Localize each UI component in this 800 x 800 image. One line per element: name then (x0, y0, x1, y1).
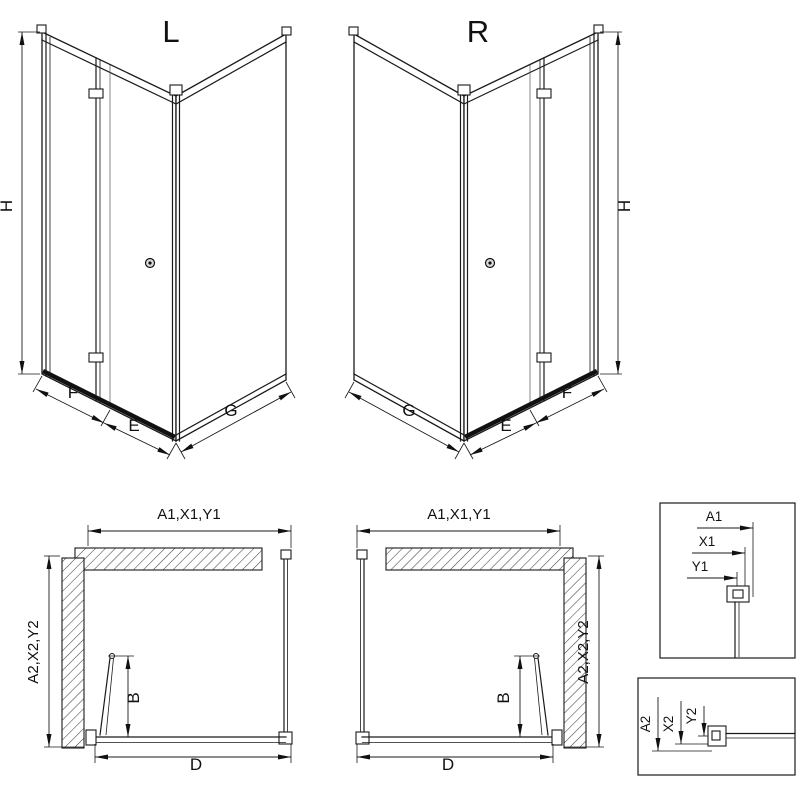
wall-hinge-block (85, 729, 97, 746)
wall-bracket-left (36, 24, 47, 34)
dim-label-f: F (68, 383, 78, 402)
dim-label-g: G (224, 401, 237, 420)
dimension-f-e: F E (32, 375, 177, 460)
dimension-a2: A2,X2,Y2 (25, 555, 84, 748)
top-frame-profile (353, 39, 599, 105)
dim-label-a2: A2 (638, 716, 653, 733)
dim-label-h: H (0, 200, 16, 212)
corner-post-plan (355, 731, 370, 745)
dimension-d: D (356, 744, 554, 774)
detail-view-top: A1 X1 Y1 (659, 502, 796, 659)
dimension-a1: A1,X1,Y1 (356, 506, 561, 548)
folded-door-plan (533, 653, 549, 736)
wall-bracket-left (348, 26, 359, 36)
dimension-b: B (494, 655, 540, 737)
variant-label-left: L (162, 14, 179, 49)
dimension-a2-detail: A2 (638, 697, 712, 752)
dim-label-h: H (615, 200, 634, 212)
dimension-f-e: F E (463, 375, 608, 460)
detail-frame (659, 502, 796, 659)
dimension-x2-detail: X2 (661, 701, 712, 745)
corner-post-plan (278, 731, 293, 745)
hinge-top (536, 88, 552, 99)
side-glass-plan (278, 549, 293, 745)
door-handle (144, 257, 156, 269)
corner-cap (457, 84, 471, 96)
dimension-b: B (108, 655, 143, 737)
corner-cap (169, 84, 183, 96)
dimension-a1-detail: A1 (697, 509, 754, 597)
dim-label-e: E (500, 416, 511, 435)
dim-label-g: G (402, 401, 415, 420)
door-fold-line (539, 57, 545, 403)
door-glass-panel (463, 30, 599, 443)
glass-top-fitting (280, 549, 292, 560)
door-track-plan (361, 729, 563, 746)
dim-label-a1x1y1: A1,X1,Y1 (427, 506, 490, 523)
hinge-bottom (88, 352, 104, 363)
dimension-a2: A2,X2,Y2 (564, 555, 604, 748)
corner-post (169, 84, 183, 442)
dim-label-y2: Y2 (684, 708, 699, 725)
dimension-d: D (94, 744, 292, 774)
dim-label-b: B (124, 692, 143, 703)
dim-label-a1: A1 (706, 509, 723, 524)
plan-view-right: B A1,X1,Y1 A2,X2,Y2 D (355, 506, 604, 774)
wall-hinge-block (551, 729, 563, 746)
dim-label-b: B (494, 692, 513, 703)
folded-door-plan (99, 653, 115, 736)
dimension-y2-detail: Y2 (684, 706, 710, 737)
dim-label-a2x2y2: A2,X2,Y2 (25, 620, 42, 683)
wall-top (74, 547, 263, 571)
dim-label-y1: Y1 (692, 559, 709, 574)
dim-label-d: D (190, 755, 202, 774)
dim-label-e: E (128, 416, 139, 435)
detail-frame (637, 677, 796, 776)
hinge-top (88, 88, 104, 99)
dimension-g: G (344, 381, 465, 460)
wall-bracket-right (281, 26, 292, 36)
dim-label-x2: X2 (661, 716, 676, 733)
glass-top-fitting (356, 549, 368, 560)
door-track-plan (85, 729, 287, 746)
iso-view-right: R (344, 14, 634, 460)
top-frame-profile (41, 39, 287, 105)
dim-label-x1: X1 (699, 534, 716, 549)
corner-post (457, 84, 471, 442)
side-glass-panel (175, 32, 287, 443)
door-handle (484, 257, 496, 269)
detail-view-bottom: A2 X2 Y2 (637, 677, 796, 776)
side-glass-plan (355, 549, 370, 745)
wall-profile (45, 33, 51, 378)
dim-label-f: F (562, 383, 572, 402)
dim-label-a1x1y1: A1,X1,Y1 (157, 506, 220, 523)
dimension-h: H (0, 31, 40, 375)
dimension-g: G (175, 381, 296, 460)
wall-right (563, 557, 587, 749)
iso-view-left: L (0, 14, 296, 460)
wall-profile (589, 33, 595, 378)
variant-label-right: R (467, 14, 489, 49)
dimension-h: H (600, 31, 634, 375)
dimension-a1: A1,X1,Y1 (87, 506, 292, 548)
wall-top (385, 547, 574, 571)
dimension-y1-detail: Y1 (687, 559, 738, 588)
wall-left (61, 557, 85, 749)
dim-label-a2x2y2: A2,X2,Y2 (575, 620, 592, 683)
dim-label-d: D (442, 755, 454, 774)
plan-view-left: B A1,X1,Y1 A2,X2,Y2 D (25, 506, 293, 774)
wall-profile-section (726, 585, 750, 658)
wall-bracket-right (593, 24, 604, 34)
floor-profile-section (707, 725, 796, 747)
hinge-bottom (536, 352, 552, 363)
door-fold-line (95, 57, 101, 403)
